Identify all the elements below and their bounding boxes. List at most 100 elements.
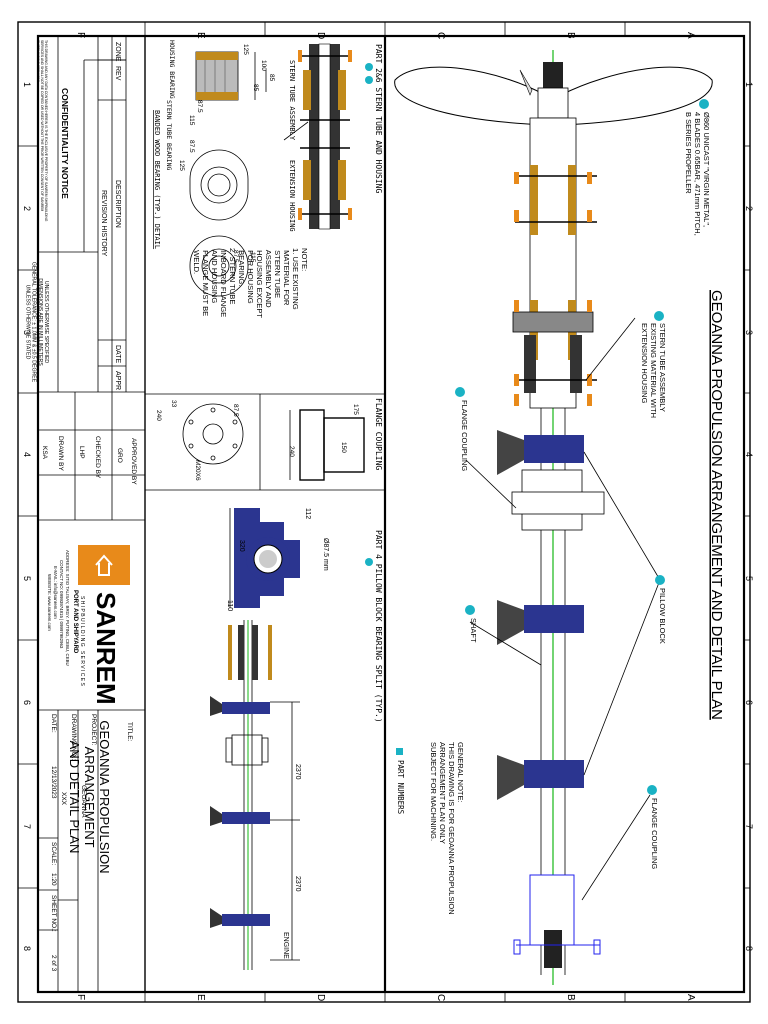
- grid-number-4: 4: [744, 452, 754, 457]
- svg-text:M20X6: M20X6: [194, 460, 201, 481]
- drawn-by-label: DRAWN BY: [57, 436, 64, 471]
- flange-dimensions: 175 150 240 240 33 87.5 M20X6: [155, 400, 359, 481]
- sanrem-logo: SANREM SHIPBUILDING SERVICES: [78, 545, 130, 705]
- svg-text:150: 150: [340, 442, 347, 453]
- part-number-badge: [654, 311, 664, 321]
- grid-number-8: 8: [22, 946, 32, 951]
- inner-border: [36, 34, 746, 994]
- svg-text:THIS DRAWING AND ANY DATA CONT: THIS DRAWING AND ANY DATA CONTAINED HERE…: [36, 40, 48, 222]
- main-title: GEOANNA PROPULSION ARRANGEMENT AND DETAI…: [708, 290, 725, 720]
- grid-number-5: 5: [22, 576, 32, 581]
- general-note: GENERAL NOTE:THIS DRAWING IS FOR GEOANNA…: [429, 742, 465, 915]
- company-subtitle: SHIPBUILDING SERVICES: [79, 596, 85, 687]
- svg-text:175: 175: [352, 404, 359, 415]
- sheet-label: SHEET NO.:: [50, 895, 57, 932]
- grid-number-2: 2: [22, 206, 32, 211]
- propeller: [394, 62, 713, 126]
- svg-text:87.5: 87.5: [196, 100, 203, 113]
- housing-bearing-label: HOUSING BEARING: [168, 40, 176, 99]
- svg-text:125: 125: [178, 160, 185, 171]
- outer-border: [17, 21, 751, 1003]
- grid-letter-a: A: [685, 32, 696, 39]
- checked-by-label: CHECKED BY: [94, 436, 101, 479]
- callout-6-text: FLANGE COUPLING: [650, 798, 659, 869]
- callout-1-text: Ø860 UNICAST "VIRGIN METAL",4 BLADES 0.6…: [684, 112, 711, 236]
- title-value: GEOANNA PROPULSIONARRANGEMENTAND DETAIL …: [67, 720, 112, 873]
- grid-letter-e: E: [195, 32, 206, 39]
- part-number-badge: [365, 63, 373, 71]
- sheet-value: 2 of 3: [50, 955, 57, 972]
- pillow-dimensions: Ø87.5 mm 112 320 110: [226, 508, 329, 611]
- stern-dimensions: 125 100 85 85 87.5 115 87.5 115 87.5 125: [178, 44, 275, 263]
- engine-coupling-main: [513, 874, 601, 968]
- svg-text:GENERAL NOTE:THIS DRAWING IS F: GENERAL NOTE:THIS DRAWING IS FOR GEOANNA…: [429, 742, 465, 915]
- grid-letter-e: E: [195, 994, 206, 1001]
- svg-text:NOTE:1. USE EXISTING MATERIA: NOTE:1. USE EXISTING MATERIAL FOR STERN …: [192, 248, 309, 318]
- stern-tube-assembly-label: STERN TUBE ASSEMBLY: [288, 60, 296, 141]
- grid-number-6: 6: [22, 700, 32, 705]
- revision-history-label: REVISION HISTORY: [100, 190, 107, 257]
- grid-letter-f: F: [75, 32, 86, 38]
- svg-text:115: 115: [249, 252, 256, 263]
- svg-text:240: 240: [288, 446, 295, 457]
- grid-letter-f: F: [75, 994, 86, 1000]
- confidentiality-title: CONFIDENTIALITY NOTICE: [60, 88, 70, 199]
- svg-text:125: 125: [242, 44, 249, 55]
- date-header: DATE: [114, 345, 121, 363]
- callout-leaders: [465, 317, 661, 901]
- title-label: TITLE:: [126, 722, 133, 742]
- shaft-dim-2: 2370: [294, 876, 301, 892]
- grid-letters-bottom: F E D C B A: [75, 994, 696, 1001]
- tolerance-note: UNLESS OTHERWISE SPECIFIEDDIMENSIONS ARE…: [24, 262, 49, 383]
- address: ADDRESS: SITIO TALISAY, BRGY. PUTING, CE…: [65, 550, 70, 666]
- drawn-by-value: KSA: [41, 446, 48, 460]
- wood-bearing-title: BANDED WOOD BEARING (TYP.) DETAIL: [153, 110, 161, 249]
- part-number-badge: [465, 605, 475, 615]
- housing-bearing-detail: [195, 51, 239, 101]
- date-label: DATE:: [50, 714, 57, 733]
- callout-2-text: STERN TUBE ASSEMBLYEXISTING MATERIAL WIT…: [640, 323, 667, 418]
- grid-number-7: 7: [22, 824, 32, 829]
- detail-panel-dividers: [145, 393, 385, 491]
- svg-text:UNLESS OTHERWISE SPECIFIEDDIME: UNLESS OTHERWISE SPECIFIEDDIMENSIONS ARE…: [24, 262, 49, 383]
- stern-tube-main: [512, 117, 597, 409]
- svg-text:100: 100: [260, 60, 267, 71]
- part-number-badge: [699, 99, 709, 109]
- stern-tube-assembly-detail: [298, 43, 352, 230]
- svg-text:115: 115: [188, 115, 195, 126]
- flange-coupling-main: [511, 469, 605, 531]
- svg-text:GEOANNA PROPULSIONARRANGEMENTA: GEOANNA PROPULSIONARRANGEMENTAND DETAIL …: [67, 720, 112, 873]
- callout-5-text: SHAFT: [469, 618, 478, 643]
- rev-header: REV: [114, 66, 121, 81]
- svg-text:87.5: 87.5: [188, 140, 195, 153]
- svg-text:240: 240: [155, 410, 162, 421]
- stern-notes: NOTE:1. USE EXISTING MATERIAL FOR STERN …: [192, 248, 309, 318]
- date-value: 12/13/2023: [50, 766, 57, 799]
- shaft-detail: [210, 620, 300, 970]
- svg-text:110: 110: [226, 600, 233, 611]
- svg-text:87.5: 87.5: [232, 250, 239, 263]
- company-name: SANREM: [91, 592, 121, 705]
- grid-number-5: 5: [744, 576, 754, 581]
- title-block: [38, 36, 145, 992]
- part-number-badge: [365, 558, 373, 566]
- contact: CONTACT NO: 09993974815 | 09997982963: [59, 560, 64, 649]
- part-number-badge: [455, 387, 465, 397]
- grid-letter-d: D: [315, 994, 326, 1001]
- svg-text:87.5: 87.5: [232, 404, 239, 417]
- scale-label: SCALE:: [50, 842, 57, 865]
- grid-letter-c: C: [435, 32, 446, 39]
- part-number-badge: [365, 76, 373, 84]
- svg-text:Ø860 UNICAST "VIRGIN METAL",4: Ø860 UNICAST "VIRGIN METAL",4 BLADES 0.6…: [684, 112, 711, 236]
- extension-housing-label: EXTENSION HOUSING: [288, 160, 296, 232]
- callout-4-text: PILLOW BLOCK: [658, 588, 667, 644]
- flange-coupling-title: FLANGE COUPLING: [374, 398, 383, 470]
- project-value: GEOANNA: [80, 785, 87, 818]
- description-header: DESCRIPTION: [114, 180, 121, 228]
- pillow-blocks-main: [497, 430, 584, 800]
- drawing-no-label: DRAWING NO.:: [70, 714, 77, 761]
- grid-numbers-right: 1 2 3 4 5 6 7 8: [744, 82, 754, 951]
- grid-number-6: 6: [744, 700, 754, 705]
- pillow-block-detail: [234, 508, 300, 608]
